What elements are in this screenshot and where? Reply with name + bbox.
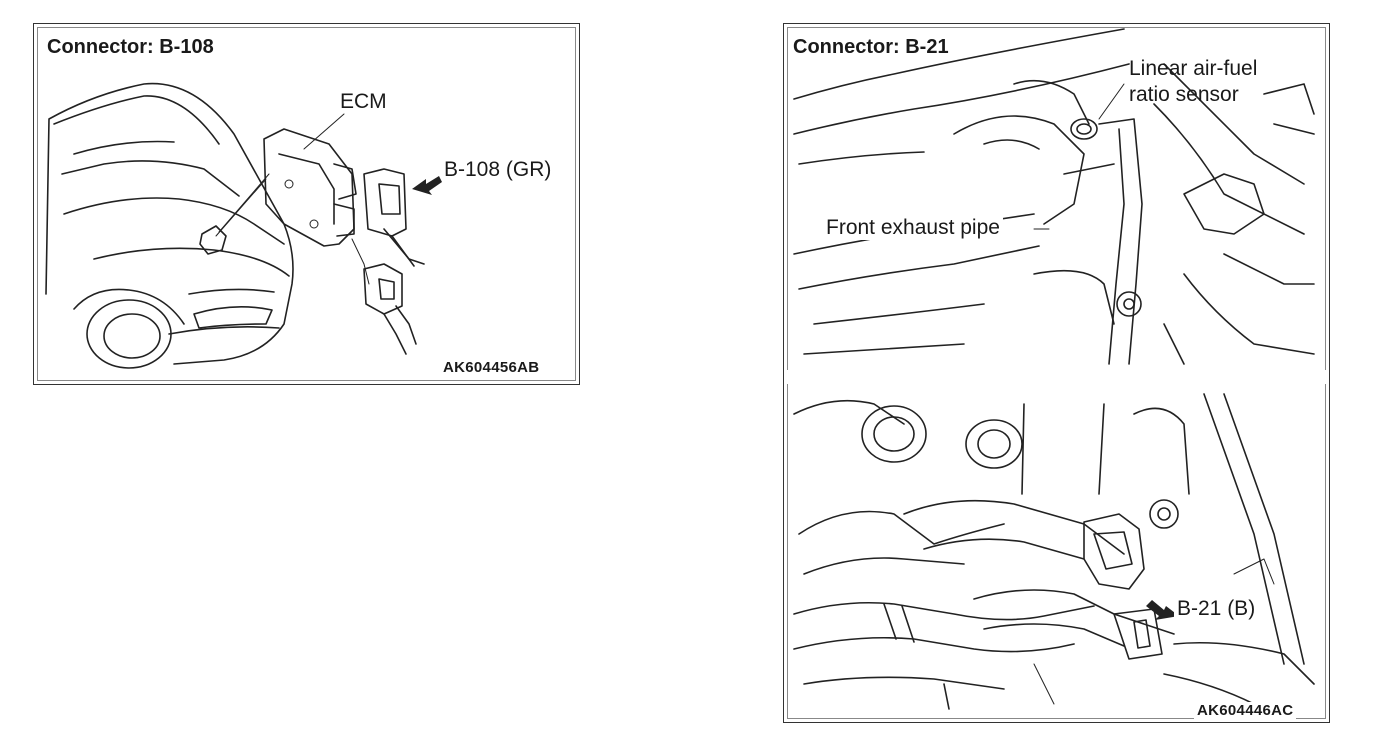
image-divider — [784, 370, 1329, 384]
connector-label: B-21 (B) — [1174, 597, 1259, 621]
connector-location-illustration — [793, 393, 1315, 710]
pipe-label: Front exhaust pipe — [823, 216, 1003, 240]
connector-b21-figure: Connector: B-21 Linear air-fuel ratio se… — [783, 23, 1330, 723]
sensor-label-line2: ratio sensor — [1129, 83, 1239, 106]
sensor-label-line1: Linear air-fuel — [1129, 57, 1258, 80]
car-ecm-illustration — [45, 82, 442, 369]
ecm-label: ECM — [340, 90, 387, 113]
connector-b108-figure: Connector: B-108 ECM B-108 (GR) AK604456… — [33, 23, 580, 385]
figure-code: AK604446AC — [1194, 702, 1297, 719]
panel-title: Connector: B-108 — [47, 36, 214, 58]
panel-title: Connector: B-21 — [793, 36, 949, 58]
figure-code: AK604456AB — [443, 359, 540, 376]
connector-label: B-108 (GR) — [444, 158, 552, 181]
